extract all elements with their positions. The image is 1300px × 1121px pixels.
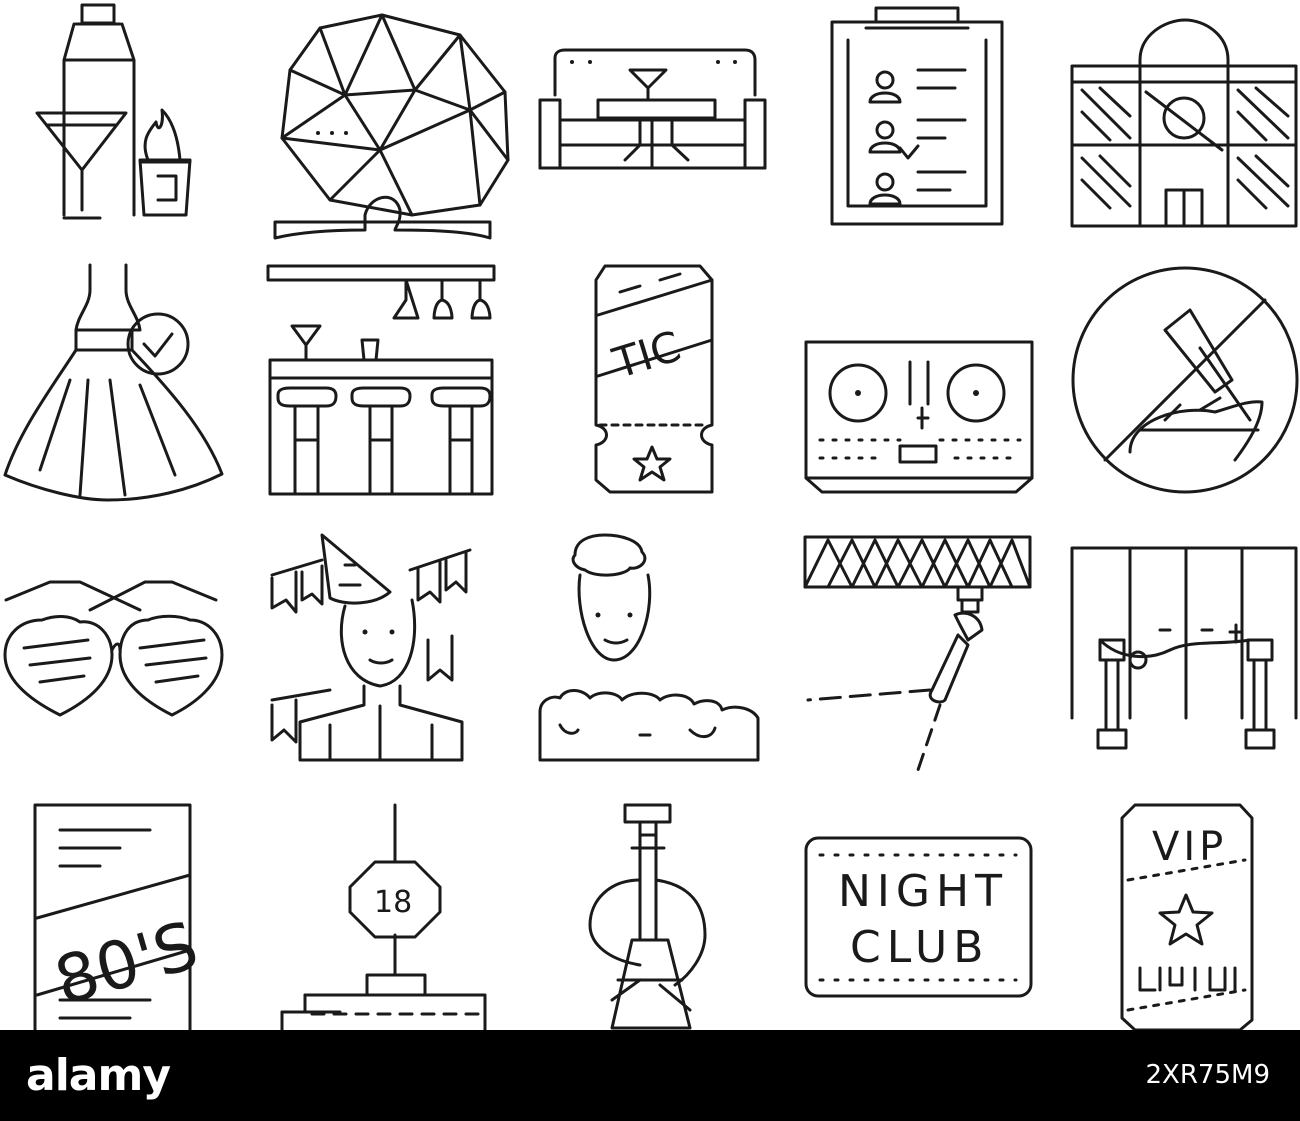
night-club-sign-icon: NIGHT CLUB (804, 836, 1033, 998)
disco-ball-icon (273, 13, 510, 240)
alamy-logo: alamy (26, 1050, 171, 1101)
eighties-label: 80'S (47, 907, 207, 1021)
eighties-poster-icon: 80'S (33, 803, 207, 1030)
lounge-sofa-icon (538, 48, 767, 170)
ticket-label: TIC (607, 321, 687, 388)
guest-list-clipboard-icon (830, 6, 1004, 226)
party-person-icon (270, 533, 472, 762)
age-limit-label: 18 (374, 885, 412, 920)
dj-controller-icon (804, 340, 1034, 494)
vip-label: VIP (1152, 824, 1227, 870)
cocktail-shaker-icon (35, 3, 192, 220)
stage-spotlight-icon (803, 535, 1032, 772)
hookah-icon (588, 803, 707, 1030)
club-label: CLUB (850, 922, 989, 973)
no-drugs-icon (1071, 266, 1299, 494)
vip-entrance-icon (1070, 546, 1298, 750)
age-limit-sign-icon: 18 (280, 803, 487, 1030)
heart-sunglasses-icon (3, 580, 224, 717)
ticket-icon: TIC (594, 264, 714, 494)
foam-party-icon (538, 533, 760, 762)
dress-code-icon (3, 263, 224, 502)
night-label: NIGHT (838, 866, 1008, 917)
nightclub-building-icon (1070, 18, 1298, 228)
image-id-label: 2XR75M9 (1145, 1060, 1270, 1090)
bar-counter-icon (266, 264, 496, 496)
icon-grid: TIC (3, 3, 1299, 1030)
watermark-banner: alamy 2XR75M9 (0, 1030, 1300, 1121)
vip-ticket-icon: VIP (1120, 803, 1254, 1030)
